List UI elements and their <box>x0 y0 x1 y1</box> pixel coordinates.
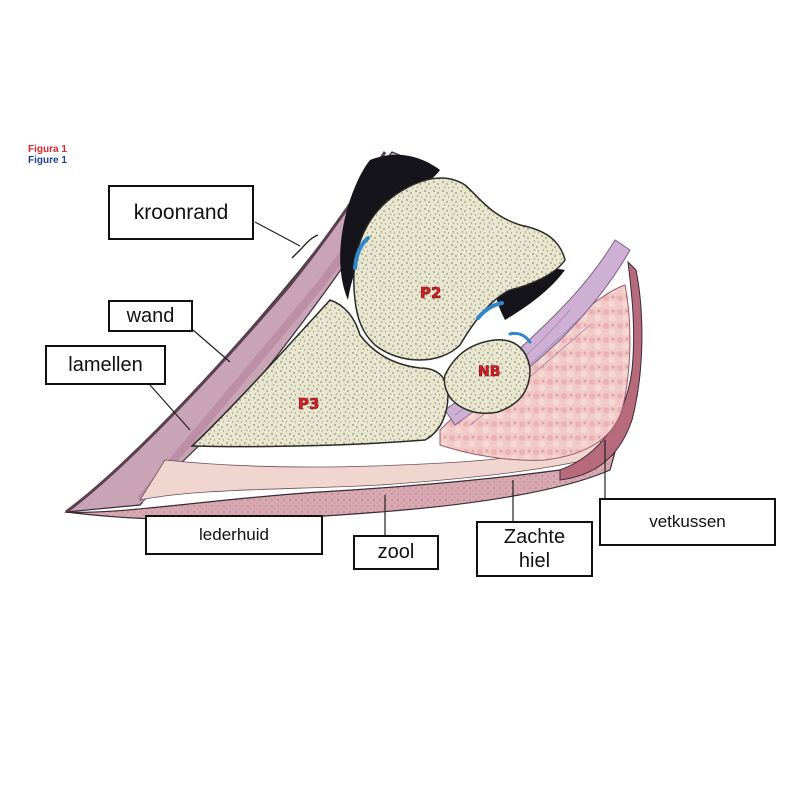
figure-caption-line-2: Figure 1 <box>28 155 67 166</box>
label-zool: zool <box>353 535 439 570</box>
label-lederhuid: lederhuid <box>145 515 323 555</box>
wand-leader <box>192 329 231 363</box>
kroonrand-leader <box>254 221 301 247</box>
p3-coffin-bone <box>190 299 449 448</box>
nb-navicular-bone <box>443 339 531 414</box>
cartilage-highlight-3 <box>508 331 532 344</box>
p3-label: P3 <box>298 395 319 413</box>
label-wand: wand <box>108 300 193 332</box>
label-kroonrand: kroonrand <box>108 185 254 240</box>
p2-short-pastern-bone <box>353 177 566 361</box>
lamellen-leader <box>149 384 191 431</box>
kroonrand-bracket <box>291 234 319 259</box>
figure-caption: Figura 1 Figure 1 <box>28 144 67 166</box>
cartilage-highlight-2 <box>476 301 504 320</box>
cartilage-highlight-1 <box>353 236 370 270</box>
label-lamellen: lamellen <box>45 345 166 385</box>
nb-label: NB <box>478 364 500 380</box>
label-vetkussen: vetkussen <box>599 498 776 546</box>
p2-label: P2 <box>420 284 441 302</box>
label-zachte-hiel: Zachte hiel <box>476 521 593 577</box>
figure-caption-line-1: Figura 1 <box>28 144 67 155</box>
